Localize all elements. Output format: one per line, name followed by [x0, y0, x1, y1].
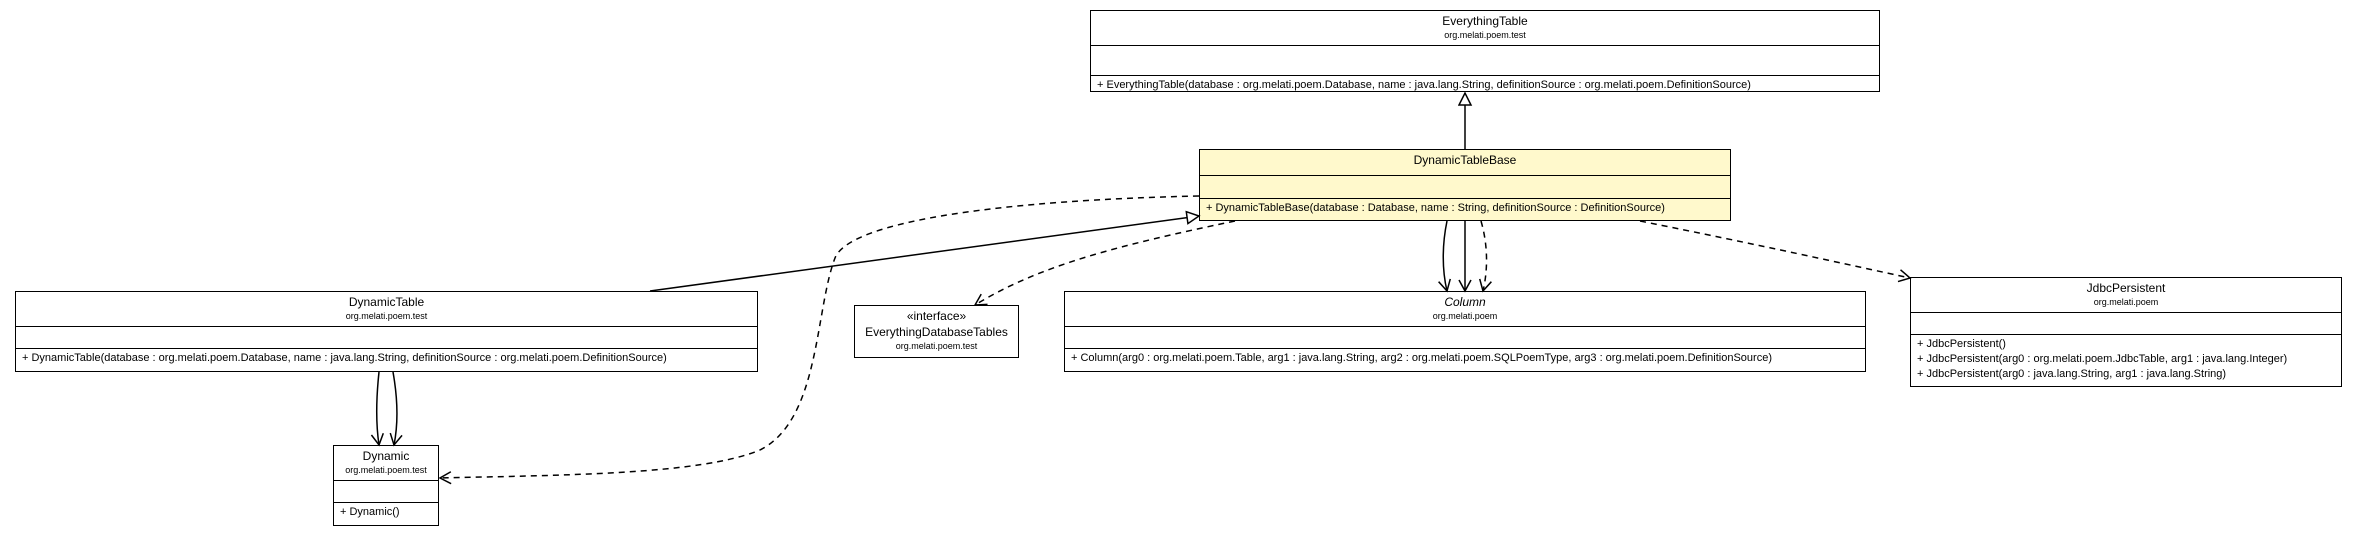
- operations-compartment: + Dynamic(): [334, 502, 438, 522]
- class-name: DynamicTable: [348, 295, 425, 309]
- operations-compartment: + Column(arg0 : org.melati.poem.Table, a…: [1065, 348, 1865, 368]
- class-dynamic-table-base[interactable]: DynamicTableBase + DynamicTableBase(data…: [1199, 149, 1731, 221]
- class-name: DynamicTableBase: [1413, 153, 1517, 167]
- package-name: org.melati.poem.test: [895, 341, 978, 351]
- operation: + DynamicTableBase(database : Database, …: [1206, 202, 1665, 214]
- class-everything-table[interactable]: EverythingTable org.melati.poem.test + E…: [1090, 10, 1880, 92]
- association-edge: [1438, 220, 1452, 293]
- class-name: JdbcPersistent: [2086, 281, 2166, 295]
- attributes-compartment: [1065, 326, 1865, 348]
- operation: + JdbcPersistent(arg0 : org.melati.poem.…: [1917, 353, 2288, 365]
- association-edge: [370, 371, 385, 447]
- operations-compartment: + DynamicTable(database : org.melati.poe…: [16, 348, 757, 368]
- class-jdbc-persistent[interactable]: JdbcPersistent org.melati.poem + JdbcPer…: [1910, 277, 2342, 387]
- interface-everything-database-tables[interactable]: «interface» EverythingDatabaseTables org…: [854, 305, 1019, 358]
- class-name: EverythingTable: [1442, 14, 1528, 28]
- class-dynamic-table[interactable]: DynamicTable org.melati.poem.test + Dyna…: [15, 291, 758, 372]
- attributes-compartment: [334, 480, 438, 502]
- dependency-edge: [1478, 220, 1492, 293]
- operations-compartment: + JdbcPersistent() + JdbcPersistent(arg0…: [1911, 334, 2341, 384]
- class-dynamic[interactable]: Dynamic org.melati.poem.test + Dynamic(): [333, 445, 439, 526]
- attributes-compartment: [16, 326, 757, 348]
- dependency-edge: [438, 195, 1200, 485]
- association-edge: [389, 371, 403, 447]
- operation: + EverythingTable(database : org.melati.…: [1097, 79, 1751, 91]
- class-header: EverythingTable org.melati.poem.test: [1091, 11, 1879, 45]
- package-name: org.melati.poem.test: [345, 465, 427, 475]
- class-header: DynamicTable org.melati.poem.test: [16, 292, 757, 326]
- generalization-edge: [649, 216, 1199, 292]
- operation: + JdbcPersistent(arg0 : java.lang.String…: [1917, 368, 2227, 380]
- operation: + Column(arg0 : org.melati.poem.Table, a…: [1071, 352, 1772, 364]
- operation: + Dynamic(): [340, 506, 400, 518]
- stereotype: «interface»: [906, 309, 967, 323]
- attributes-compartment: [1200, 175, 1730, 198]
- class-column[interactable]: Column org.melati.poem + Column(arg0 : o…: [1064, 291, 1866, 372]
- attributes-compartment: [1091, 45, 1879, 75]
- operation: + JdbcPersistent(): [1917, 338, 2006, 350]
- class-header: DynamicTableBase: [1200, 150, 1730, 175]
- class-name: Column: [1444, 295, 1486, 309]
- class-header: «interface» EverythingDatabaseTables org…: [855, 306, 1018, 357]
- class-header: JdbcPersistent org.melati.poem: [1911, 278, 2341, 312]
- package-name: org.melati.poem.test: [1444, 30, 1526, 40]
- operations-compartment: + DynamicTableBase(database : Database, …: [1200, 198, 1730, 218]
- package-name: org.melati.poem.test: [345, 311, 428, 321]
- attributes-compartment: [1911, 312, 2341, 334]
- class-header: Dynamic org.melati.poem.test: [334, 446, 438, 480]
- operation: + DynamicTable(database : org.melati.poe…: [22, 352, 667, 364]
- dependency-edge: [1639, 220, 1912, 283]
- class-header: Column org.melati.poem: [1065, 292, 1865, 326]
- class-name: EverythingDatabaseTables: [865, 325, 1008, 339]
- operations-compartment: + EverythingTable(database : org.melati.…: [1091, 75, 1879, 95]
- class-name: Dynamic: [362, 449, 410, 463]
- dependency-edge: [973, 220, 1236, 306]
- package-name: org.melati.poem: [2093, 297, 2159, 307]
- package-name: org.melati.poem: [1432, 311, 1498, 321]
